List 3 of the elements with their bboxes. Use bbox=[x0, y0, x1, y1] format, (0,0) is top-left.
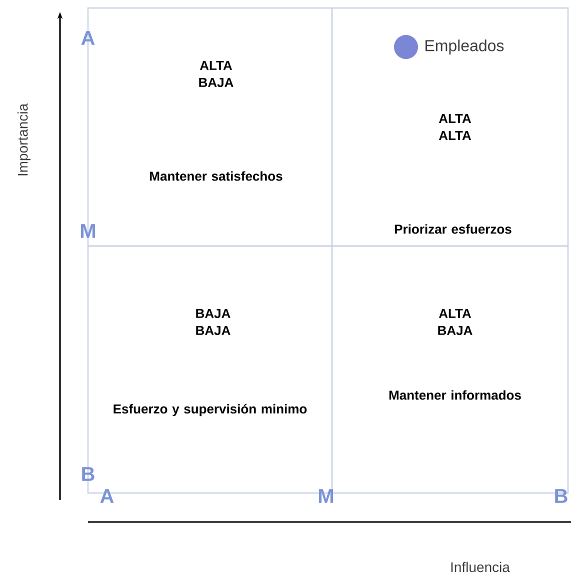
axis-title: Influencia bbox=[451, 562, 510, 572]
axis-title: Importancia bbox=[17, 103, 31, 176]
legend-label: Empleados bbox=[426, 40, 504, 54]
